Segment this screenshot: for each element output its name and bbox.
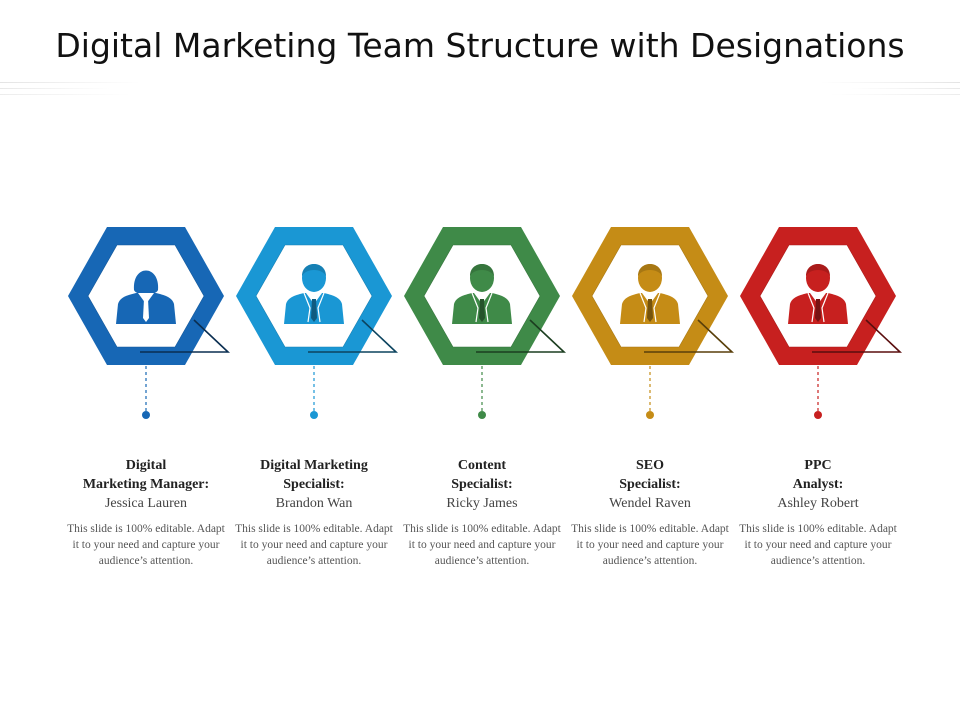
connector-dot [478,411,486,419]
member-hexagon-4 [572,227,735,419]
pointer-line [476,319,567,353]
tie-shape [815,299,821,322]
member-description: This slide is 100% editable. Adapt it to… [571,523,729,567]
head-shape [133,270,159,295]
businesswoman-icon [116,270,176,324]
member-hexagon-3 [404,227,567,419]
lapel-left [639,292,647,323]
connector-dot [310,411,318,419]
lapel-left [807,292,815,323]
member-role: Content Specialist: [451,458,513,492]
collar-shape [138,293,154,304]
tie-shape [647,299,653,322]
lapel-right [653,292,661,323]
member-role: Digital Marketing Manager: [82,458,210,492]
member-description: This slide is 100% editable. Adapt it to… [67,523,225,567]
member-description: This slide is 100% editable. Adapt it to… [235,523,393,567]
title-divider-left [0,82,140,83]
member-hexagon-2 [236,227,399,419]
connector-dot [646,411,654,419]
hair-shape [470,264,494,276]
member-description: This slide is 100% editable. Adapt it to… [739,523,897,567]
pointer-line [644,319,735,353]
member-name: Brandon Wan [275,496,353,511]
pointer-line [308,319,399,353]
title-divider-right [820,82,960,83]
lapel-right [485,292,493,323]
businessman-icon [284,264,344,324]
businessman-icon [620,264,680,324]
collar-shape [474,293,490,304]
connector-dot [142,411,150,419]
hair-shape [302,264,326,276]
collar-shape [306,293,322,304]
collar-shape [642,293,658,304]
member-role: Digital Marketing Specialist: [260,458,368,492]
lapel-right [317,292,325,323]
lapel-left [471,292,479,323]
member-name: Ashley Robert [777,496,859,511]
pointer-line [140,319,231,353]
member-name: Jessica Lauren [104,496,188,511]
member-hexagon-5 [740,227,903,419]
member-name: Wendel Raven [609,496,691,511]
lapel-left [303,292,311,323]
businessman-icon [452,264,512,324]
member-description: This slide is 100% editable. Adapt it to… [403,523,561,567]
pointer-line [812,319,903,353]
title-divider-right-3 [830,94,960,95]
connector-dot [814,411,822,419]
member-name: Ricky James [446,496,518,511]
title-divider-left-2 [0,88,110,89]
tie-shape [479,299,485,322]
member-hexagon-1 [68,227,231,419]
hair-shape [638,264,662,276]
businessman-icon [788,264,848,324]
collar-shape [810,293,826,304]
member-card-2: Digital Marketing Specialist: Brandon Wan… [234,456,394,569]
tie-shape [311,299,317,322]
member-role: PPC Analyst: [792,458,844,492]
lapel-right [821,292,829,323]
tie-shape [143,299,149,322]
page-title: Digital Marketing Team Structure with De… [55,26,905,65]
title-divider-left-3 [0,94,130,95]
member-card-1: Digital Marketing Manager: Jessica Lauren… [66,456,226,569]
hair-shape [806,264,830,276]
title-divider-right-2 [850,88,960,89]
member-role: SEO Specialist: [619,458,681,492]
